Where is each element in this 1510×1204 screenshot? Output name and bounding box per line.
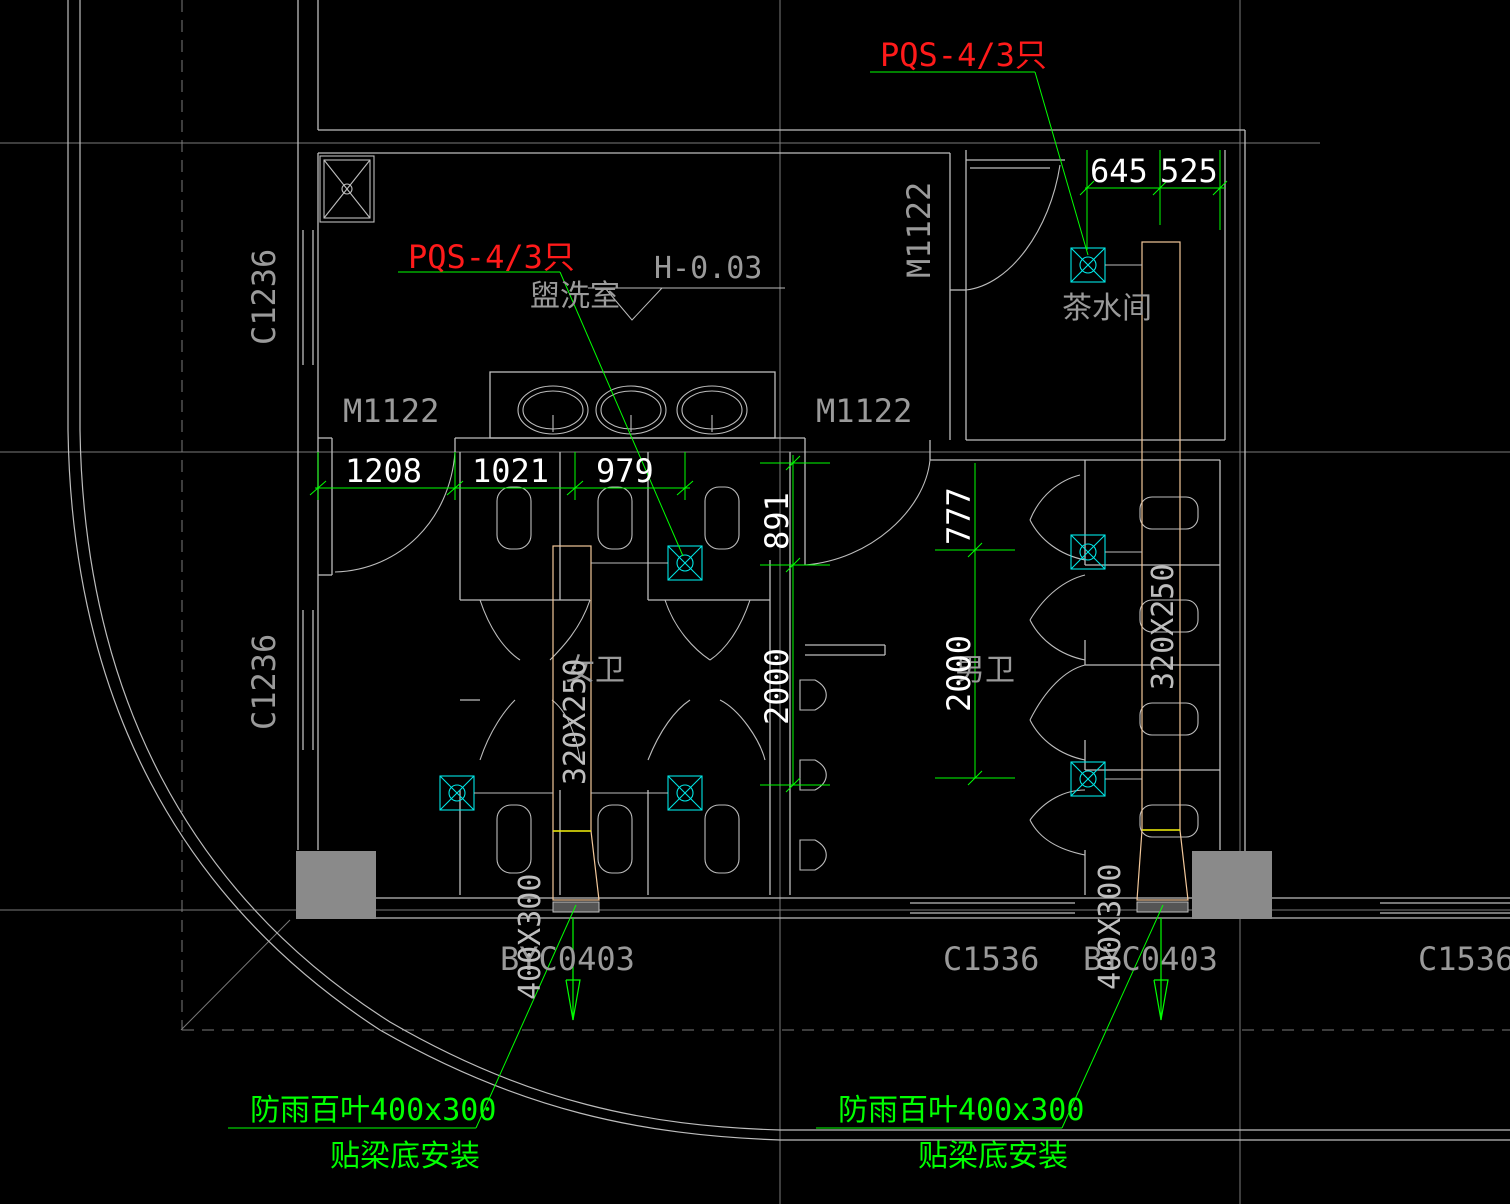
outlet-size-label: 400X300	[513, 874, 548, 1000]
urinals	[799, 679, 827, 871]
fan-icon	[1070, 761, 1106, 797]
columns	[296, 851, 1272, 919]
dimension-text: 525	[1160, 152, 1218, 190]
fan-connections	[474, 264, 1142, 794]
duct-size-label: 320X250	[558, 659, 593, 785]
room-tea-label: 茶水间	[1062, 291, 1152, 326]
elevation-marker	[588, 287, 785, 321]
dimension-text: 2000	[940, 635, 978, 712]
fan-icon	[1070, 247, 1106, 283]
window-label: C1536	[1418, 940, 1510, 978]
fan-icon	[667, 545, 703, 581]
fan-label-top: PQS-4/3只	[880, 36, 1047, 74]
dimension-text: 777	[940, 487, 978, 545]
window-label: C1236	[245, 249, 283, 345]
sinks	[517, 385, 748, 435]
fan-label-left: PQS-4/3只	[408, 238, 575, 276]
louver-note: 贴梁底安装	[918, 1139, 1068, 1174]
window-label: BYC0403	[500, 940, 635, 978]
outlet-arrows	[565, 918, 1169, 1021]
door-label: M1122	[343, 392, 439, 430]
room-female-label: 女卫	[565, 653, 625, 688]
toilets	[496, 486, 1199, 874]
duct-size-label: 320X250	[1146, 564, 1181, 690]
fan-icon	[667, 775, 703, 811]
curved-wall	[67, 0, 1510, 1141]
dimension-text: 1021	[472, 452, 549, 490]
dimension-text: 891	[758, 492, 796, 550]
room-male-label: 男卫	[955, 653, 1015, 688]
door-label: M1122	[816, 392, 912, 430]
door-label: M1122	[900, 182, 938, 278]
louver-note: 贴梁底安装	[330, 1139, 480, 1174]
room-wash-label: 盥洗室	[530, 279, 620, 314]
dimension-text: 979	[596, 452, 654, 490]
outlet-size-label: 400X300	[1093, 864, 1128, 990]
walls	[297, 0, 1510, 919]
window-label: BYC0403	[1083, 940, 1218, 978]
text-labels: PQS-4/3只 PQS-4/3只 盥洗室 茶水间 女卫 男卫 H-0.03 M…	[245, 36, 1510, 1174]
floor-drain	[319, 155, 375, 223]
duct-joints	[553, 829, 1180, 832]
louver-label: 防雨百叶400x300	[250, 1093, 496, 1128]
dimension-text: 1208	[345, 452, 422, 490]
dimension-lines	[309, 150, 1228, 793]
fan-icon	[1070, 534, 1106, 570]
elevation-label: H-0.03	[654, 251, 762, 286]
door-swings	[334, 164, 1086, 856]
louver-label: 防雨百叶400x300	[838, 1093, 1084, 1128]
window-label: C1236	[245, 634, 283, 730]
leader-lines	[228, 71, 1164, 1129]
fan-icon	[439, 775, 475, 811]
dimension-text: 645	[1090, 152, 1148, 190]
window-label: C1536	[943, 940, 1039, 978]
dimension-text: 2000	[758, 648, 796, 725]
